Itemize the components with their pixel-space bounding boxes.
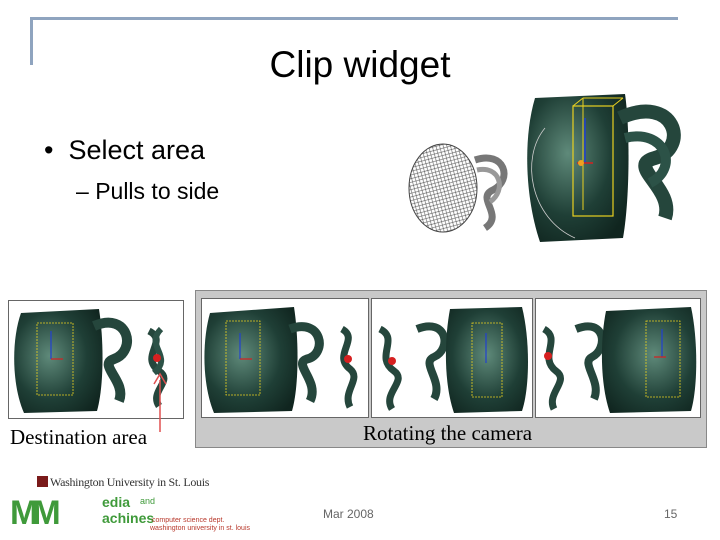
mm-dept-text: computer science dept. bbox=[152, 517, 225, 524]
washu-logo-text: Washington University in St. Louis bbox=[50, 475, 210, 489]
bullet-marker: • bbox=[44, 135, 54, 165]
title-frame-top bbox=[30, 17, 678, 20]
rotation-frame-1 bbox=[201, 298, 369, 418]
destination-arrow bbox=[150, 372, 170, 434]
page-number: 15 bbox=[664, 507, 678, 521]
slide-title: Clip widget bbox=[269, 44, 451, 85]
destination-caption: Destination area bbox=[10, 425, 148, 449]
sub-bullet-text: Pulls to side bbox=[95, 178, 220, 204]
footer-date: Mar 2008 bbox=[323, 507, 374, 521]
sub-bullet-marker: – bbox=[76, 178, 89, 204]
rotating-caption: Rotating the camera bbox=[363, 421, 533, 445]
wireframe-mug-image bbox=[405, 140, 515, 235]
rotation-frame-3 bbox=[535, 298, 701, 418]
media-machines-logo: MM edia and achines computer science dep… bbox=[10, 492, 250, 536]
bullet-item: • Select area bbox=[44, 135, 205, 166]
mm-univ-text: washington university in st. louis bbox=[150, 525, 250, 532]
washu-shield-icon bbox=[37, 476, 48, 487]
footer-date-text: Mar 2008 bbox=[323, 507, 374, 521]
mm-edia-text: edia bbox=[102, 494, 131, 510]
sub-bullet-item: – Pulls to side bbox=[76, 178, 219, 205]
mm-achines-text: achines bbox=[102, 510, 155, 526]
washu-logo: Washington University in St. Louis bbox=[37, 475, 209, 490]
mm-letters: MM bbox=[10, 494, 61, 532]
bullet-text: Select area bbox=[68, 135, 206, 165]
mm-and-text: and bbox=[140, 496, 156, 506]
title-frame-left bbox=[30, 17, 33, 65]
destination-screenshot bbox=[8, 300, 184, 419]
clip-widget-mug-image bbox=[515, 88, 685, 248]
rotation-frame-2 bbox=[371, 298, 533, 418]
